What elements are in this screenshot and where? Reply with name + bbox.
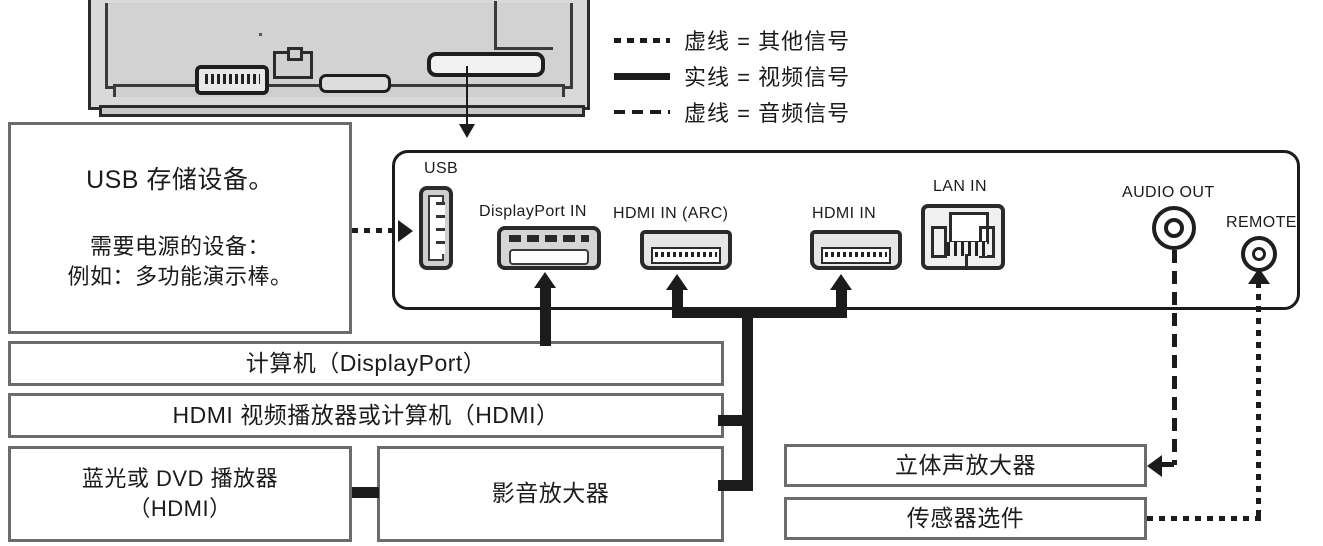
legend-label-video: 实线 = 视频信号	[684, 65, 851, 90]
hdmi-trunk-horizontal	[672, 307, 847, 318]
monitor-to-panel-line	[466, 66, 468, 128]
monitor-screw-dot	[259, 33, 262, 36]
audio-cable-arrow	[1147, 455, 1162, 477]
av-amplifier-trunk-stub	[718, 480, 753, 491]
usb-storage-note-1: 需要电源的设备：	[89, 234, 270, 260]
bluray-line-2: （HDMI）	[128, 496, 232, 521]
remote-port-label: REMOTE	[1226, 214, 1297, 231]
monitor-base-edge	[99, 105, 585, 117]
monitor-slot-small	[319, 74, 391, 93]
solid-line-icon	[614, 72, 670, 80]
legend-row-other: 虚线 = 其他信号	[614, 22, 914, 58]
audio-out-port-label: AUDIO OUT	[1122, 184, 1215, 201]
hdmi-in-port-icon	[810, 230, 902, 270]
usb-port-icon	[419, 186, 453, 270]
hdmi-player-box: HDMI 视频播放器或计算机（HDMI）	[8, 393, 724, 438]
hdmi-arc-port-label: HDMI IN (ARC)	[613, 205, 729, 222]
usb-cable-dotted	[352, 228, 402, 233]
hdmi-player-trunk-stub	[718, 415, 753, 426]
bluray-line-1: 蓝光或 DVD 播放器	[81, 466, 279, 492]
hdmi-in-port-label: HDMI IN	[812, 205, 877, 222]
audio-out-jack-icon	[1152, 206, 1196, 250]
remote-jack-icon	[1241, 236, 1277, 272]
usb-storage-note-2: 例如：多功能演示棒。	[67, 263, 293, 289]
hdmi-in-cable-arrow	[830, 274, 852, 290]
hdmi-trunk-vertical	[742, 307, 753, 426]
monitor-rear-view	[88, 0, 590, 117]
displayport-port-label: DisplayPort IN	[479, 203, 587, 220]
usb-storage-box: USB 存储设备。 需要电源的设备： 例如：多功能演示棒。	[8, 122, 352, 334]
remote-cable-vertical	[1256, 282, 1261, 520]
bluray-to-av-cable	[352, 487, 379, 498]
av-amplifier-trunk-vertical	[742, 415, 753, 491]
usb-port-label: USB	[424, 160, 459, 177]
monitor-to-panel-arrow	[459, 124, 475, 138]
lan-port-icon	[921, 204, 1005, 270]
computer-displayport-box: 计算机（DisplayPort）	[8, 341, 724, 386]
sensor-option-box: 传感器选件	[784, 497, 1147, 540]
legend-label-audio: 虚线 = 音频信号	[684, 101, 851, 126]
hdmi-arc-cable-riser	[672, 290, 683, 318]
audio-cable-vertical	[1172, 250, 1177, 465]
audio-cable-horizontal	[1162, 462, 1174, 467]
av-amplifier-box: 影音放大器	[377, 446, 724, 542]
hdmi-arc-port-icon	[640, 230, 732, 270]
bluray-dvd-player-box: 蓝光或 DVD 播放器 （HDMI）	[8, 446, 352, 542]
monitor-bracket	[273, 47, 313, 79]
legend-label-other: 虚线 = 其他信号	[684, 29, 851, 54]
remote-cable-arrow	[1248, 268, 1270, 284]
usb-cable-arrow	[398, 220, 413, 242]
hdmi-in-cable-riser	[836, 290, 847, 318]
displayport-port-icon	[497, 226, 601, 270]
displayport-cable-arrow	[534, 272, 556, 288]
legend-row-video: 实线 = 视频信号	[614, 58, 914, 94]
remote-cable-horizontal	[1147, 516, 1261, 521]
displayport-cable	[540, 288, 551, 346]
hdmi-arc-cable-arrow	[666, 274, 688, 290]
legend: 虚线 = 其他信号 实线 = 视频信号 虚线 = 音频信号	[614, 22, 914, 130]
monitor-vent-grille	[195, 65, 269, 95]
monitor-corner-detail	[494, 1, 553, 50]
monitor-connector-bay	[427, 52, 545, 77]
legend-row-audio: 虚线 = 音频信号	[614, 94, 914, 130]
stereo-amplifier-box: 立体声放大器	[784, 444, 1147, 487]
usb-storage-title: USB 存储设备。	[86, 166, 274, 195]
dashed-line-icon	[614, 110, 670, 114]
dotted-line-icon	[614, 37, 670, 43]
lan-port-label: LAN IN	[933, 178, 987, 195]
